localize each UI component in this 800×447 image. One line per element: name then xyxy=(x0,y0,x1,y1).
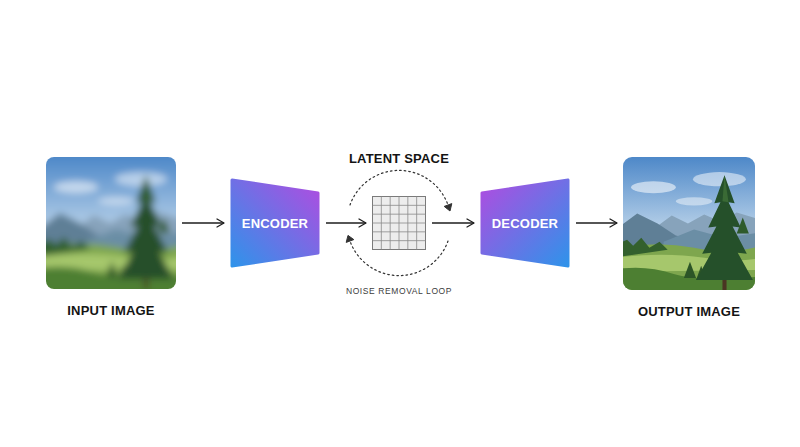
latent-grid: LATENT SPACE xyxy=(372,196,426,250)
decoder-block: DECODER xyxy=(480,178,570,268)
loop-arrowhead xyxy=(444,204,452,211)
node-heading: INPUT IMAGE xyxy=(67,303,154,318)
encoder-block: ENCODER xyxy=(230,178,320,268)
latent-grid-shape xyxy=(372,196,426,250)
output-image xyxy=(613,147,767,303)
image-frame: INPUT IMAGE xyxy=(46,157,176,289)
image-frame: OUTPUT IMAGE xyxy=(623,157,755,290)
flow-arrow xyxy=(432,219,474,227)
input-image xyxy=(36,147,188,302)
block-label: ENCODER xyxy=(242,216,308,231)
node-heading: LATENT SPACE xyxy=(349,151,449,166)
flow-arrow xyxy=(576,219,617,227)
node-heading: OUTPUT IMAGE xyxy=(638,304,740,319)
flow-arrow xyxy=(182,219,224,227)
block-label: DECODER xyxy=(492,216,558,231)
loop-arrowhead xyxy=(346,235,354,242)
flow-arrow xyxy=(326,219,366,227)
loop-label: NOISE REMOVAL LOOP xyxy=(346,286,452,296)
